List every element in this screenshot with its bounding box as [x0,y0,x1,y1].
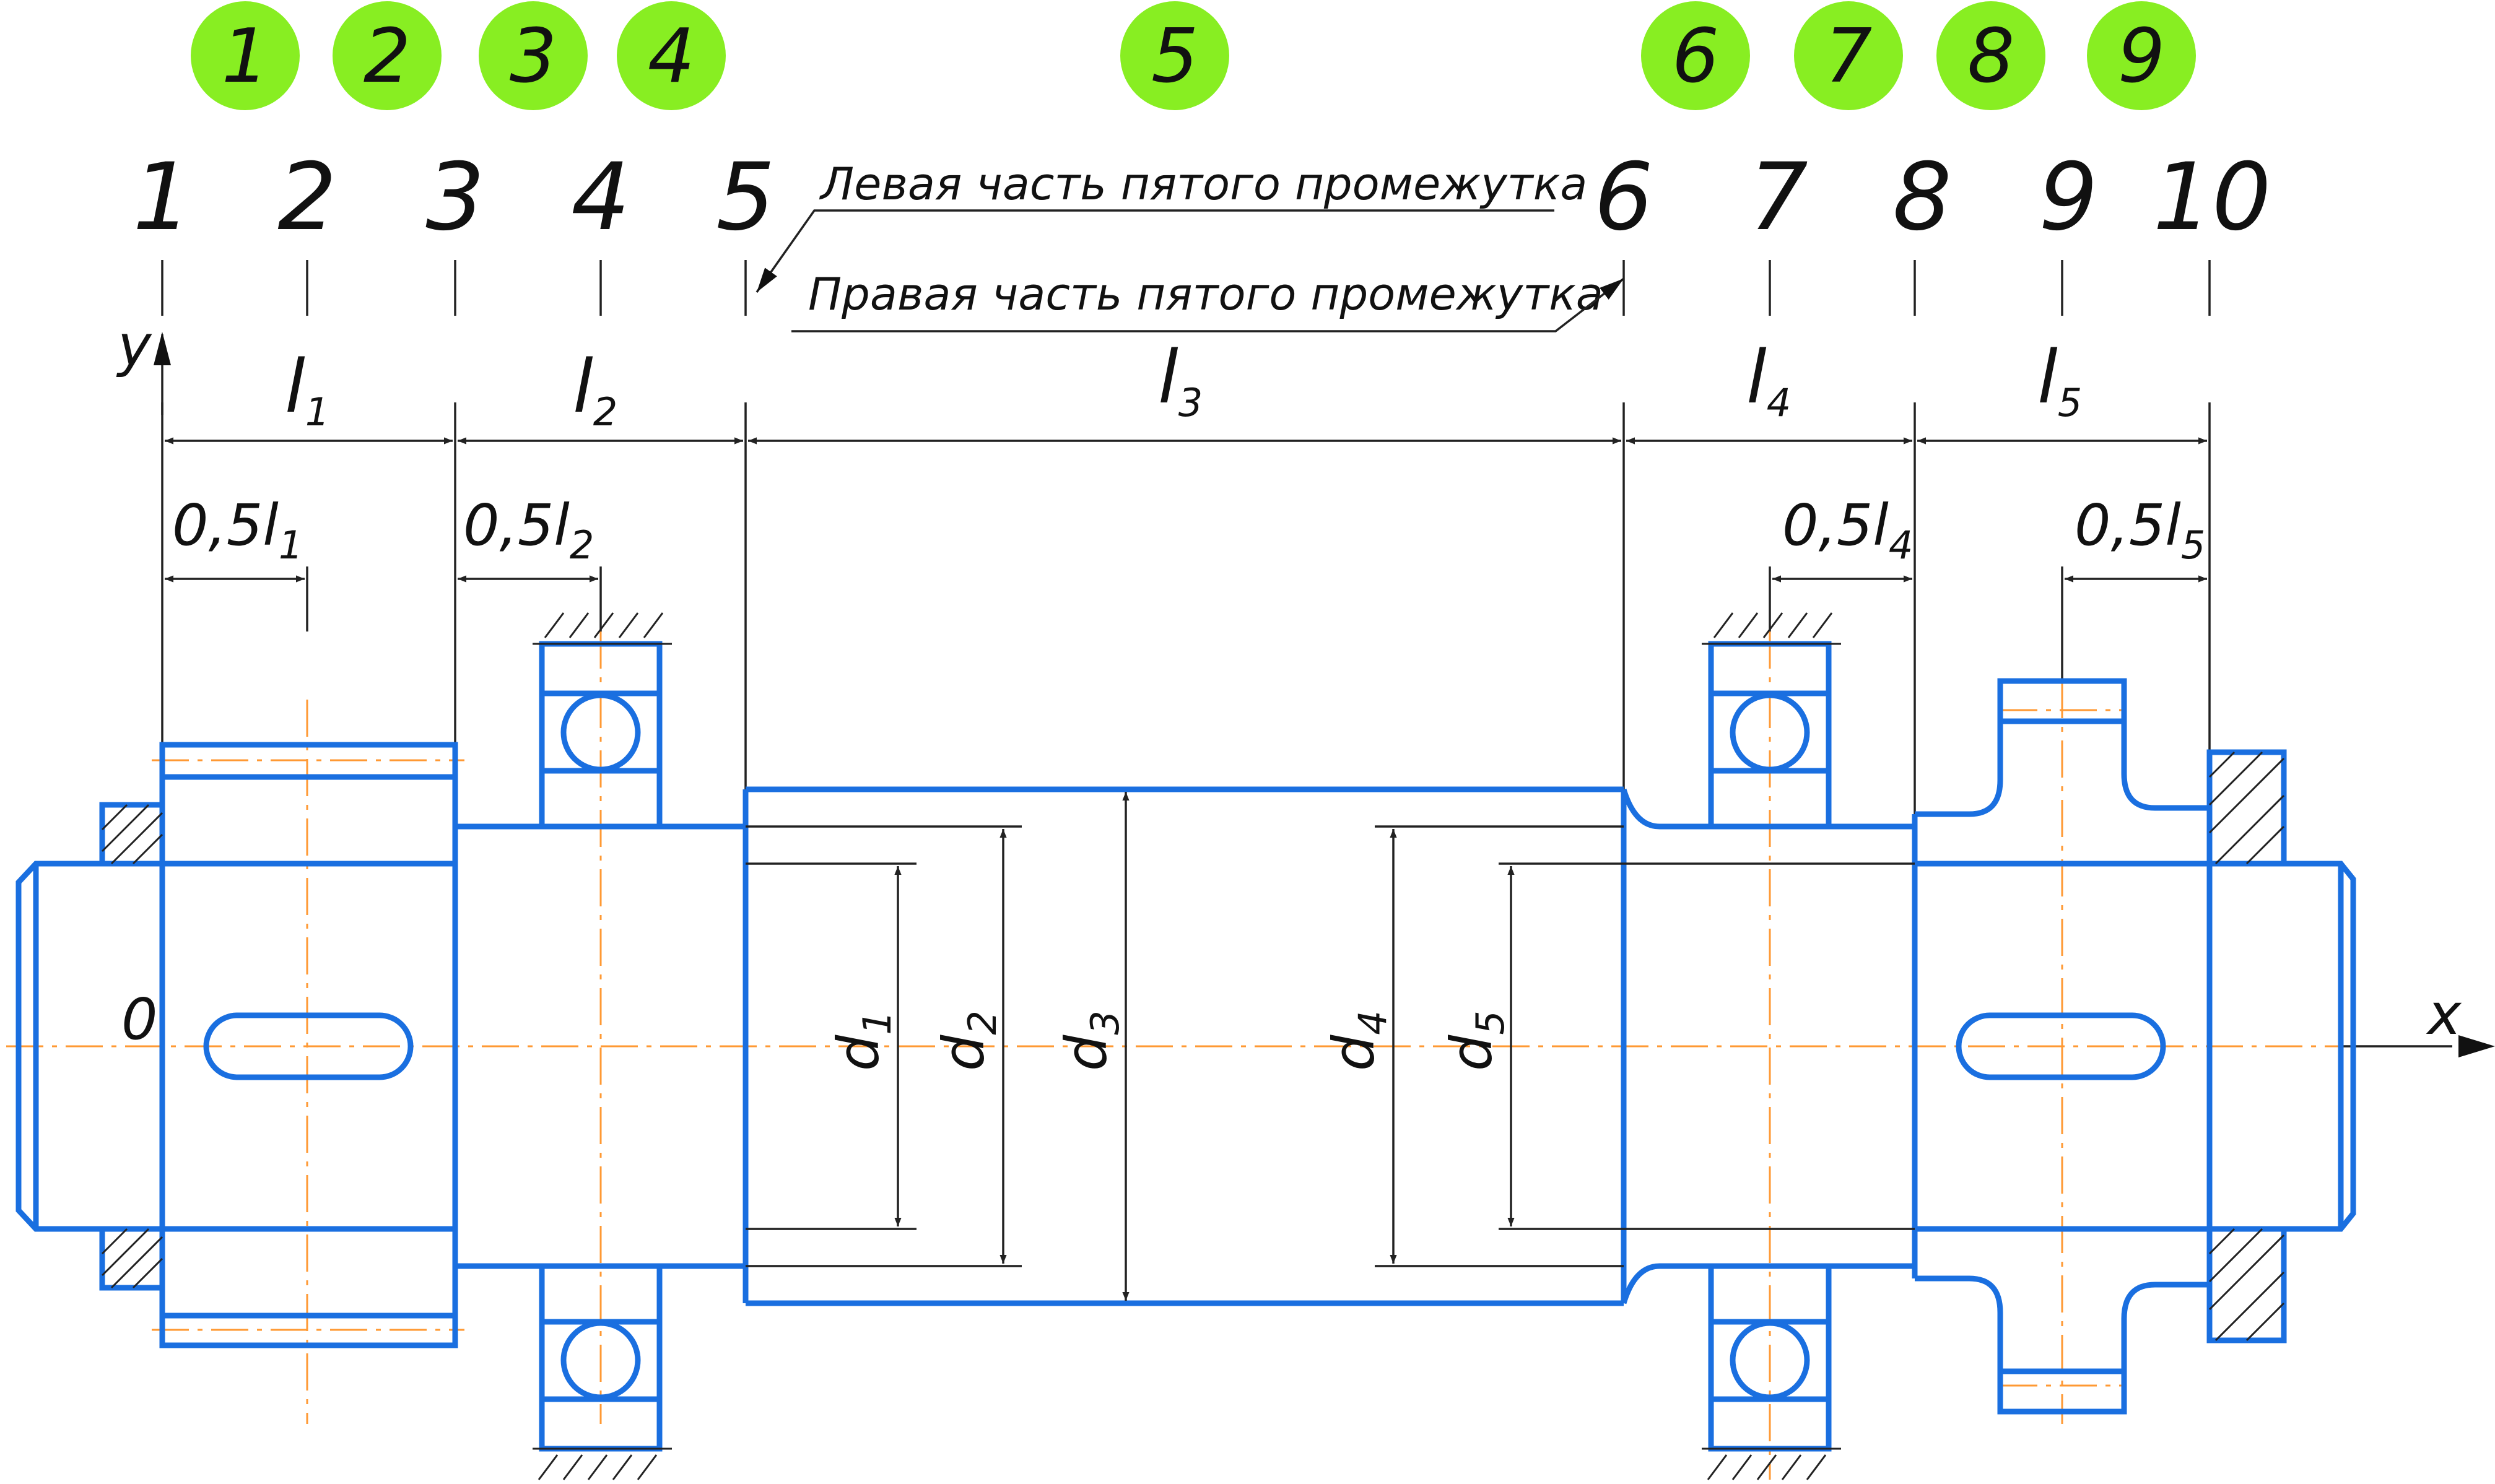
badge-5: 5 [1120,1,1229,110]
x-axis-arrow-icon [2458,1035,2495,1057]
length-l5: l5 [2037,334,2082,425]
support-right-top [2206,749,2287,867]
annotation-left-part: Левая часть пятого промежутка [755,158,1587,293]
support-left-top [99,802,165,867]
diameter-d5: d5 [1439,1010,1513,1071]
badge-3-label: 3 [510,14,557,100]
ball-icon [560,1320,641,1400]
y-axis-label: y [116,313,152,379]
length-l1: l1 [285,344,329,435]
diameter-d4: d4 [1321,1010,1395,1071]
badge-9-label: 9 [2118,14,2165,100]
support-right-bottom [2206,1226,2287,1343]
badge-1-label: 1 [222,14,269,100]
section-number-10: 10 [2153,144,2271,251]
shaft-left-end [15,861,162,1232]
origin-label: 0 [121,986,158,1052]
annotation-right-part-text: Правая часть пятого промежутка [808,268,1603,320]
badge-8: 8 [1936,1,2045,110]
half-length-dimensions: 0,5l1 0,5l2 0,5l4 0,5l5 [165,492,2207,681]
section-number-1: 1 [133,144,191,251]
badge-1: 1 [191,1,300,110]
y-axis-arrow-icon [154,332,171,365]
half-length-l5: 0,5l5 [2075,492,2205,568]
diameter-d3: d3 [1053,1010,1128,1071]
section-number-2: 2 [277,144,336,251]
keyway-left [203,1012,414,1080]
badge-3: 3 [479,1,588,110]
length-dimensions: l1 l2 l3 l4 l5 [165,334,2207,445]
ball-icon [560,692,641,773]
annotation-right-part: Правая часть пятого промежутка [791,268,1625,332]
length-l4: l4 [1746,334,1791,425]
half-length-l1: 0,5l1 [172,492,303,568]
x-axis: x 0 [121,981,2495,1057]
interval-badges: 1 2 3 4 5 6 7 8 9 [191,1,2196,110]
badge-7-label: 7 [1825,14,1872,100]
y-axis: y [116,313,171,415]
ball-icon [1730,1320,1810,1400]
badge-8-label: 8 [1967,14,2014,100]
gear-hub-right [1915,718,2213,1374]
centerlines [6,631,2341,1480]
section-number-3: 3 [425,144,484,251]
badge-9: 9 [2087,1,2196,110]
x-axis-label: x [2426,981,2462,1048]
annotation-left-part-text: Левая часть пятого промежутка [819,158,1587,210]
half-length-l2: 0,5l2 [463,492,594,568]
badge-5-label: 5 [1151,14,1198,100]
diameter-dimensions: d1 d2 d3 d4 d5 [746,792,1915,1301]
length-l2: l2 [573,344,617,435]
section-numbers: 1 2 3 4 5 6 7 8 9 10 [133,144,2271,251]
ball-icon [1730,692,1810,773]
bearing-right-bottom [1702,1263,1841,1480]
badge-2: 2 [333,1,442,110]
badge-4: 4 [617,1,726,110]
length-l3: l3 [1158,334,1203,425]
bearings [533,612,1841,1480]
badge-6-label: 6 [1672,14,1719,100]
section-ticks [161,260,2211,316]
badge-7: 7 [1794,1,1903,110]
housing-supports [99,749,2287,1343]
bearing-left-top [533,612,672,830]
section-number-7: 7 [1749,144,1808,251]
gear-hub-left [159,742,458,1348]
bearing-left-bottom [533,1263,672,1480]
keyway-right [1956,1012,2166,1080]
collar-fillets [1621,788,1915,1304]
badge-4-label: 4 [648,14,695,100]
diameter-d2: d2 [931,1010,1005,1071]
support-left-bottom [99,1226,165,1291]
section-number-8: 8 [1892,144,1951,251]
badge-6: 6 [1641,1,1750,110]
diameter-d1: d1 [825,1010,900,1071]
section-number-6: 6 [1594,144,1653,251]
section-number-4: 4 [571,144,630,251]
section-number-9: 9 [2039,144,2097,251]
gear-tooth-top [1997,678,2127,724]
badge-2-label: 2 [364,14,411,100]
gear-tooth-bottom [1997,1368,2127,1415]
half-length-l4: 0,5l4 [1782,492,1913,568]
section-number-5: 5 [716,144,775,251]
bearing-right-top [1702,612,1841,830]
shaft-collar [742,786,1624,1306]
